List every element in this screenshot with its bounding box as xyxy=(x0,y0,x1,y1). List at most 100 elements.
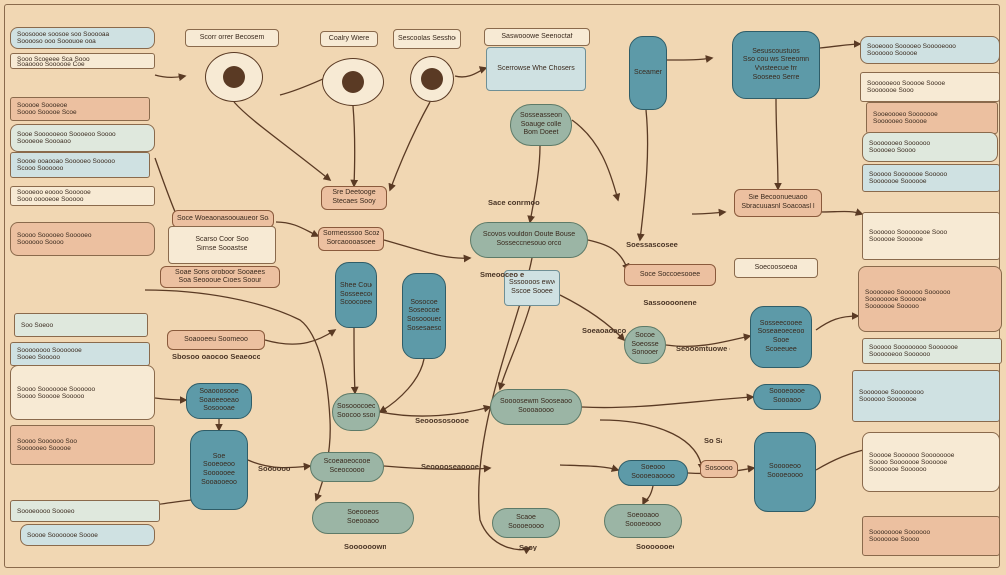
top-box-b: Coalry Wiere xyxy=(320,31,378,47)
connector-path xyxy=(691,208,727,217)
connector-path xyxy=(350,105,359,188)
right-header: Sesuscoustuos Sso cou ws Sreeomn Vvistee… xyxy=(732,31,820,99)
blue-left-a: Shee CoueSosseecooseScoocoeee xyxy=(335,262,377,328)
connector-path xyxy=(599,419,706,472)
left-note: Soo Soeoo xyxy=(14,313,148,337)
connector-path xyxy=(774,98,782,191)
top-blue-pill: Sceamerslee xyxy=(629,36,667,110)
top-box-c: Sescoolas Sessfioes xyxy=(393,29,461,49)
connector-path xyxy=(559,294,626,342)
center-right-text: Sassoooonene xyxy=(643,298,697,306)
connector-path xyxy=(571,119,621,202)
label-bottom-b: Soooooowm xyxy=(344,542,386,550)
connector-path xyxy=(581,393,755,409)
center-label-a: Soessascosee xyxy=(626,240,678,248)
center-bottom-label-b: Seooooseaoooe xyxy=(421,462,479,470)
center-label-d: Seooomtuowe ooa xyxy=(676,344,730,352)
connector-path xyxy=(559,464,620,472)
label-bottom-c: Saoy xyxy=(519,543,537,551)
left-note: Soooeoooo Soooeo xyxy=(10,500,160,522)
connector-path xyxy=(819,208,864,216)
connector-path xyxy=(379,404,492,417)
top-sub: Scerrowse Whe Chosers xyxy=(486,47,586,91)
connector-path xyxy=(666,55,714,63)
connector-path xyxy=(636,109,649,242)
top-banner: Saswooowe Seenoctaf xyxy=(484,28,590,46)
connector-path xyxy=(264,329,337,345)
left-note: Soooe Sooooooe Soooe xyxy=(20,524,155,546)
connector-path xyxy=(378,358,425,413)
portrait-two-people xyxy=(322,58,384,106)
connector-path xyxy=(497,305,531,391)
connector-path xyxy=(665,333,752,348)
peach-right2: Soce Soccoesooee xyxy=(624,264,716,286)
connector-path xyxy=(233,101,332,181)
connector-path xyxy=(454,66,488,78)
connector-path xyxy=(383,464,492,473)
connector-path xyxy=(819,40,862,49)
connector-path xyxy=(275,221,320,237)
connector-path xyxy=(527,145,541,224)
center-label-b: Smeooceo e xyxy=(480,270,524,278)
label-right: So Sa xyxy=(704,436,722,444)
portrait-couple xyxy=(410,56,454,102)
connector-path xyxy=(154,396,188,404)
small-box-right: Soecoosoeoa xyxy=(734,258,818,278)
connector-path xyxy=(247,459,312,471)
center-small: Sssoooos ewveeSscoe Sooee xyxy=(504,270,560,306)
portrait-person xyxy=(205,52,263,102)
peach-left-box: Soaooeeu Soomeoo xyxy=(167,330,265,350)
connector-path xyxy=(478,257,533,555)
label-bottom-d: Sooooooee xyxy=(636,542,674,550)
center-note: Sace conrmoon wsseossc xyxy=(488,198,540,208)
blue-left-b: SosocoeSoseocoeSosoooueoeSosesaesoe xyxy=(402,273,446,359)
connector-path xyxy=(383,239,472,263)
peach-left-sub: Sbosoo oaocoo Seaeoco xyxy=(172,352,260,360)
connector-path xyxy=(350,327,359,395)
connector-path xyxy=(642,485,654,506)
connector-path xyxy=(154,73,187,82)
label-bottom-a: Soooooowm xyxy=(258,464,290,472)
center-bottom-label-a: Seooososoooe xyxy=(415,416,469,424)
center-label-c: Soeaoaoacoea xyxy=(582,326,626,334)
